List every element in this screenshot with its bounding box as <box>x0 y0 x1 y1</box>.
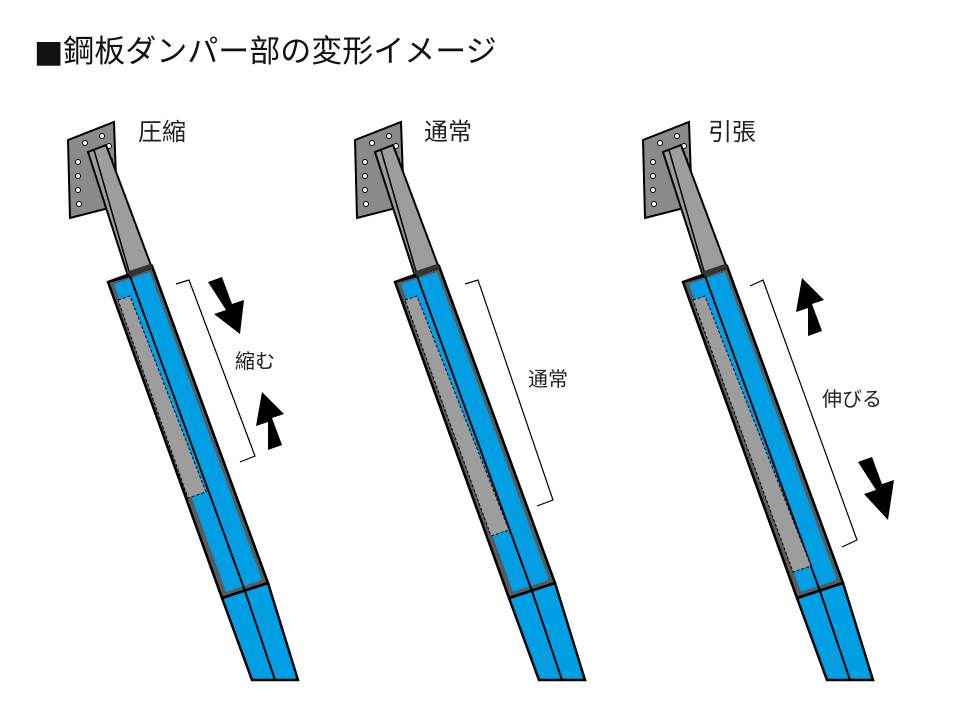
arrow-down-icon <box>208 277 244 334</box>
damper-label: 引張 <box>708 118 756 146</box>
damper-compression: 圧縮 縮む <box>66 118 300 682</box>
damper-label: 通常 <box>424 118 472 146</box>
arrow-up-icon <box>796 278 824 336</box>
state-label: 伸びる <box>822 387 882 411</box>
range-bracket <box>464 279 554 507</box>
damper-normal <box>353 120 587 682</box>
range-bracket <box>749 279 858 548</box>
arrow-up-icon <box>256 392 284 450</box>
range-bracket <box>175 279 256 463</box>
inner-steel-plate <box>404 295 510 537</box>
state-label: 通常 <box>528 367 568 391</box>
state-label: 縮む <box>235 349 275 373</box>
arrow-down-icon <box>858 457 894 520</box>
inner-steel-plate <box>117 295 207 499</box>
inner-steel-plate <box>692 295 812 573</box>
damper-label: 圧縮 <box>138 118 186 146</box>
page-title: ■鋼板ダンパー部の変形イメージ <box>34 34 497 70</box>
damper-tension <box>641 120 875 682</box>
